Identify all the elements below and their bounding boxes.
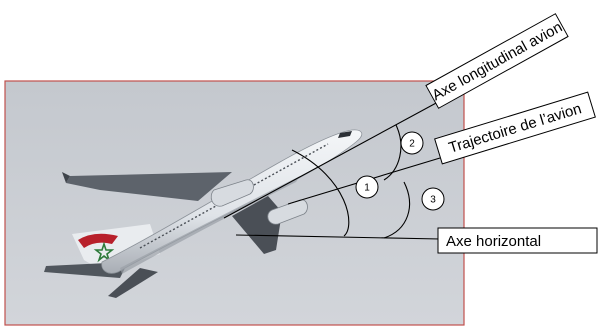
angle-marker-3: 3 — [422, 188, 444, 210]
label-longitudinal-axis-text: Axe longitudinal avion — [429, 19, 565, 105]
angle-marker-2-number: 2 — [409, 139, 415, 150]
label-horizontal-axis: Axe horizontal — [438, 228, 597, 253]
aircraft-photo — [5, 81, 464, 325]
angle-marker-2: 2 — [401, 132, 423, 154]
angle-marker-1: 1 — [356, 176, 378, 198]
label-horizontal-axis-text: Axe horizontal — [446, 233, 541, 250]
label-longitudinal-axis: Axe longitudinal avion — [426, 14, 568, 108]
angle-marker-3-number: 3 — [430, 195, 436, 206]
angle-marker-1-number: 1 — [364, 183, 370, 194]
